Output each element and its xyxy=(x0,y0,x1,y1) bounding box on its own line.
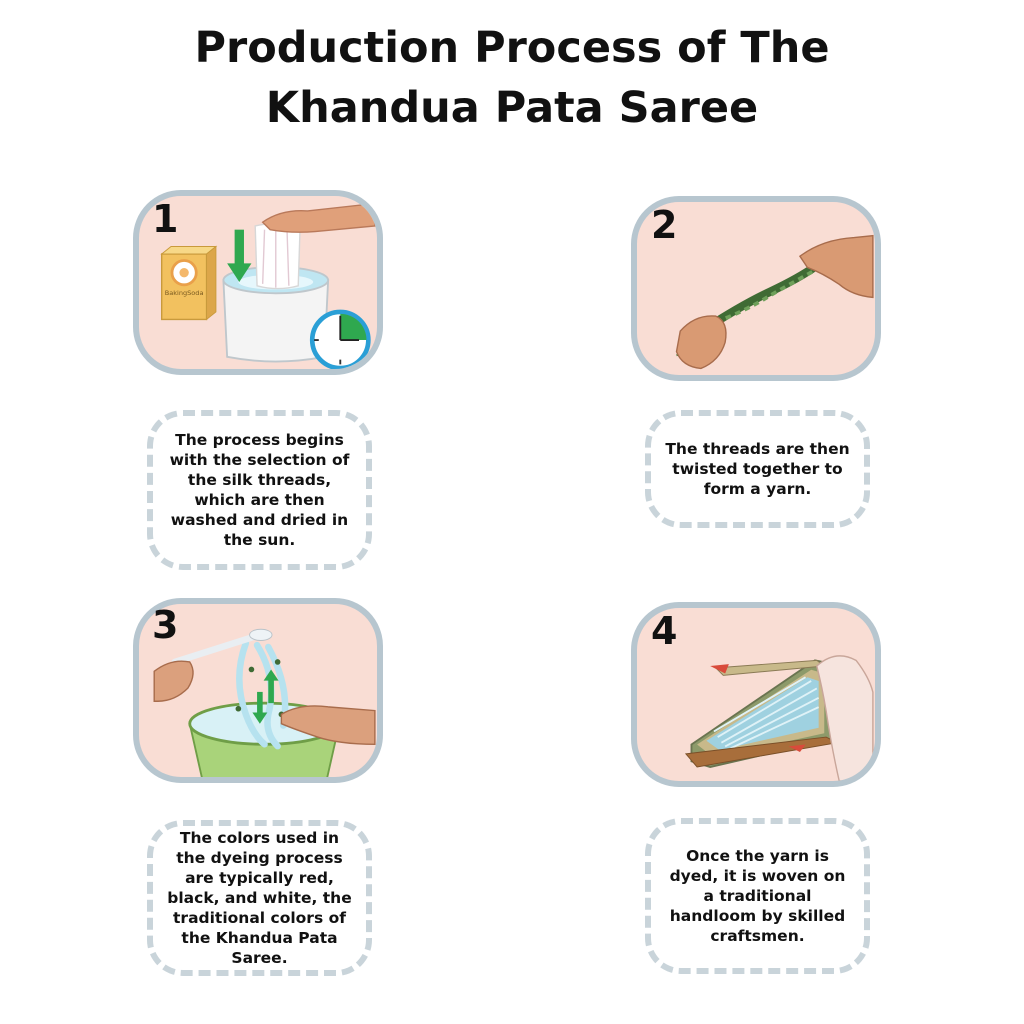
dyeing-illustration xyxy=(153,628,376,777)
step-3-caption: The colors used in the dyeing process ar… xyxy=(147,820,372,976)
silk-cloth-icon xyxy=(254,222,301,290)
hand-icon xyxy=(261,202,376,233)
step-2-caption: The threads are then twisted together to… xyxy=(645,410,870,528)
page-title: Production Process of The Khandua Pata S… xyxy=(0,18,1024,138)
handloom-icon xyxy=(684,659,839,768)
step-1-caption: The process begins with the selection of… xyxy=(147,410,372,570)
step-1-illustration: BakingSoda xyxy=(133,190,383,375)
arrows-up-down-icon xyxy=(252,669,279,724)
step-3-illustration xyxy=(133,598,383,783)
clock-icon xyxy=(309,309,371,369)
title-line-2: Khandua Pata Saree xyxy=(265,83,759,133)
arrow-down-icon xyxy=(227,229,252,283)
stick-icon xyxy=(171,628,273,666)
title-line-1: Production Process of The xyxy=(194,23,830,73)
right-hand-icon xyxy=(798,234,874,299)
step-2-number: 2 xyxy=(651,203,678,247)
left-hand-icon xyxy=(675,315,727,370)
step-4-caption: Once the yarn is dyed, it is woven on a … xyxy=(645,818,870,974)
weaving-illustration xyxy=(684,655,874,781)
right-hand-icon xyxy=(280,705,376,745)
step-2-illustration xyxy=(631,196,881,381)
step-4-illustration xyxy=(631,602,881,787)
baking-soda-box-icon: BakingSoda xyxy=(160,245,218,321)
washing-illustration: BakingSoda xyxy=(160,202,376,369)
twisting-illustration xyxy=(675,234,874,370)
baking-soda-label: BakingSoda xyxy=(165,289,204,297)
step-4-number: 4 xyxy=(651,609,678,653)
step-1-number: 1 xyxy=(152,197,179,241)
hand-icon xyxy=(816,655,874,781)
step-3-number: 3 xyxy=(152,603,179,647)
left-hand-icon xyxy=(153,660,194,702)
